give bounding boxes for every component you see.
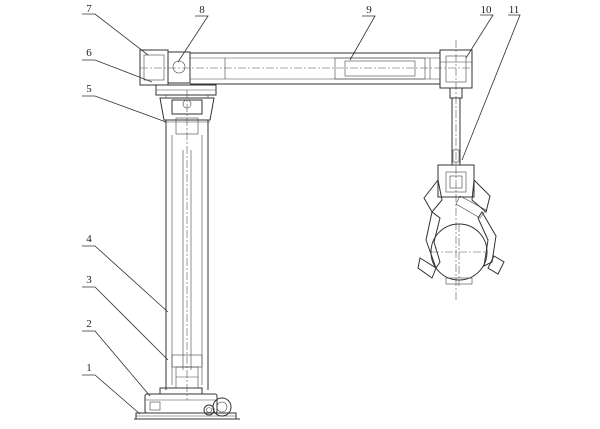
callout-8: 8 (199, 4, 205, 16)
callout-10: 10 (481, 4, 493, 16)
callout-2: 2 (86, 318, 92, 330)
column (165, 90, 209, 400)
callout-7: 7 (86, 3, 92, 15)
rotary-flange (155, 84, 217, 98)
callout-6: 6 (86, 47, 92, 59)
boom-arm (139, 49, 470, 86)
callout-1: 1 (86, 362, 92, 374)
callout-9: 9 (366, 4, 372, 16)
drop-rod (451, 40, 461, 300)
leader-lines (82, 13, 521, 415)
callout-5: 5 (86, 83, 92, 95)
callout-11: 11 (509, 4, 520, 16)
column-head (159, 97, 215, 135)
callout-4: 4 (86, 233, 92, 245)
callout-3: 3 (86, 274, 92, 286)
callouts: 1 2 3 4 5 6 7 8 9 10 11 (86, 3, 519, 374)
gripper (417, 164, 505, 286)
base-housing (144, 387, 232, 417)
